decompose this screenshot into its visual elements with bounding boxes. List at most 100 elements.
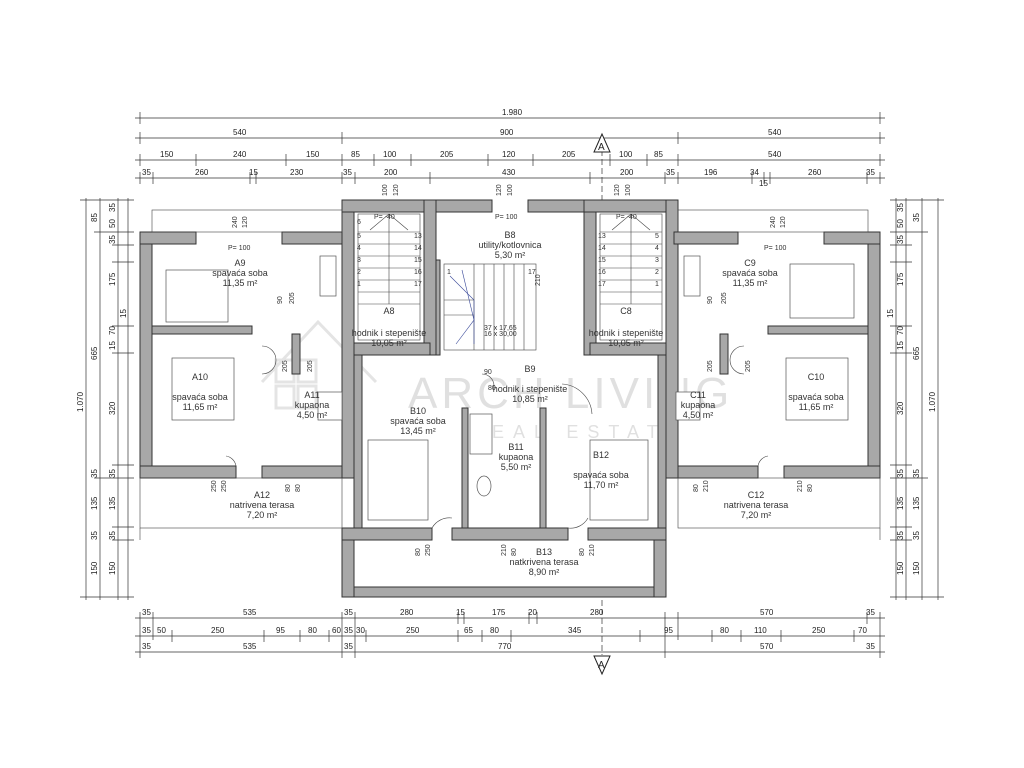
svg-text:B12: B12 [593,450,609,460]
dim-top-r2: 900 [500,128,514,137]
svg-text:7,20 m²: 7,20 m² [741,510,772,520]
svg-text:240: 240 [232,216,239,228]
dim-right-part: 135 [896,496,905,510]
svg-text:spavaća soba: spavaća soba [788,392,844,402]
dim-top-r3: 100 [619,150,633,159]
svg-text:spavaća soba: spavaća soba [172,392,228,402]
svg-text:4,50 m²: 4,50 m² [683,410,714,420]
dim-right-part: 35 [896,469,905,478]
svg-text:11,35 m²: 11,35 m² [733,278,768,288]
svg-text:120: 120 [496,184,503,196]
dim-top-r3: 150 [160,150,174,159]
svg-text:B9: B9 [524,364,535,374]
svg-text:120: 120 [242,216,249,228]
svg-text:1: 1 [655,281,659,288]
dim-right-part: 150 [912,561,921,575]
room-label-b8: B8 utility/kotlovnica 5,30 m² [478,230,541,260]
dim-left-part: 35 [108,469,117,478]
svg-text:205: 205 [289,292,296,304]
dim-bottom-r3: 535 [243,642,257,651]
walls [139,199,881,598]
stair-step-numbers: 6 5 4 3 2 1 13 14 15 16 17 13 14 15 16 1… [357,219,659,338]
svg-text:A10: A10 [192,372,208,382]
svg-text:210: 210 [797,480,804,492]
dim-right-part: 35 [896,235,905,244]
top-dimensions: 1.980 540 900 540 150 240 150 85 100 205… [135,108,885,188]
section-marker-bottom: A [593,600,611,676]
wardrobe-a9 [319,255,337,297]
svg-text:hodnik i stepenište: hodnik i stepenište [589,328,664,338]
dim-bottom-r1: 20 [528,608,537,617]
dim-left-part: 135 [108,496,117,510]
dim-bottom-r3: 770 [498,642,512,651]
dim-bottom-r2: 80 [490,626,499,635]
svg-text:16 x 30,00: 16 x 30,00 [484,331,517,338]
dim-bottom-r2: 65 [464,626,473,635]
dim-bottom-r2: 50 [157,626,166,635]
dim-bottom-r3: 35 [866,642,875,651]
dim-bottom-r1: 535 [243,608,257,617]
svg-text:250: 250 [425,544,432,556]
dim-bottom-r1: 35 [344,608,353,617]
svg-text:natkrivena terasa: natkrivena terasa [509,557,578,567]
svg-text:2: 2 [357,269,361,276]
svg-text:250: 250 [221,480,228,492]
svg-text:natrivena terasa: natrivena terasa [230,500,295,510]
dim-left-part: 35 [90,469,99,478]
svg-text:A12: A12 [254,490,270,500]
dim-top-r4: 15 [249,168,258,177]
svg-text:C11: C11 [690,390,706,400]
dim-top-r2: 540 [233,128,247,137]
dim-top-r3: 240 [233,150,247,159]
room-label-b9: B9 hodnik i stepenište 10,85 m² [493,364,568,404]
svg-text:hodnik i stepenište: hodnik i stepenište [352,328,427,338]
dim-bottom-r1: 280 [400,608,414,617]
dim-top-r4: 230 [290,168,304,177]
svg-text:210: 210 [703,480,710,492]
dim-bottom-r1: 280 [590,608,604,617]
room-label-a8: A8 hodnik i stepenište 10,05 m² [352,306,427,348]
svg-text:kupaona: kupaona [499,452,534,462]
stair-right [599,213,663,341]
dim-bottom-r2: 30 [356,626,365,635]
dim-bottom-r2: 250 [812,626,826,635]
dim-left-part: 35 [108,235,117,244]
svg-text:90: 90 [484,369,492,376]
svg-text:13,45 m²: 13,45 m² [400,426,436,436]
right-dimensions: 1.070 665 35 50 35 35 175 15 70 15 320 3… [886,198,944,600]
dim-right-sub: 665 [912,346,921,360]
dim-left-part: 85 [90,213,99,222]
svg-text:13: 13 [414,233,422,240]
dim-right-part: 175 [896,272,905,286]
svg-text:utility/kotlovnica: utility/kotlovnica [478,240,541,250]
svg-text:7,20 m²: 7,20 m² [247,510,278,520]
svg-text:B8: B8 [504,230,515,240]
dim-top-r4: 200 [384,168,398,177]
dim-bottom-r1: 35 [142,608,151,617]
svg-text:1: 1 [447,269,451,276]
svg-text:kupaona: kupaona [295,400,330,410]
svg-text:A8: A8 [383,306,394,316]
dim-left-part: 35 [108,203,117,212]
svg-text:80: 80 [488,385,496,392]
svg-text:210: 210 [589,544,596,556]
svg-text:205: 205 [707,360,714,372]
dim-right-part: 15 [886,309,895,318]
dim-right-part: 35 [896,203,905,212]
svg-text:15: 15 [414,257,422,264]
svg-text:P= -40: P= -40 [374,214,395,221]
section-label-top: A [598,142,605,153]
dim-left-part: 50 [108,219,117,228]
room-label-b11: B11 kupaona 5,50 m² [499,442,534,472]
svg-text:P= 100: P= 100 [495,214,517,221]
doors [225,345,769,529]
bathtub-b11 [469,413,493,455]
svg-text:240: 240 [770,216,777,228]
toilet-b11 [476,475,492,497]
svg-text:6: 6 [357,219,361,226]
dim-left-part: 175 [108,272,117,286]
svg-text:80: 80 [415,548,422,556]
wardrobe-c9 [683,255,701,297]
svg-text:5: 5 [655,233,659,240]
dim-bottom-r2: 60 [332,626,341,635]
